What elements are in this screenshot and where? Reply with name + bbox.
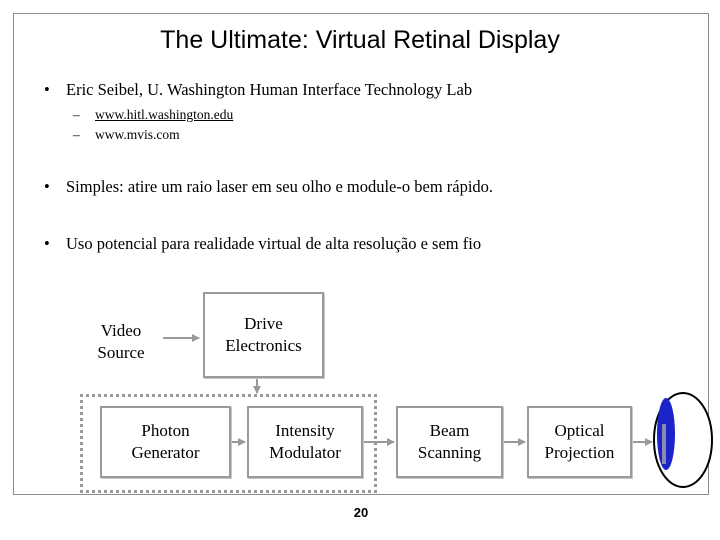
subbullet-marker: – xyxy=(73,127,80,142)
intensity-modulator-line2: Modulator xyxy=(269,443,341,462)
photon-generator-line1: Photon xyxy=(141,421,190,440)
bullet-marker: • xyxy=(44,177,50,196)
intensity-modulator-box: Intensity Modulator xyxy=(247,406,363,478)
drive-electronics-line2: Electronics xyxy=(225,336,302,355)
slide-title: The Ultimate: Virtual Retinal Display xyxy=(160,26,560,54)
beam-scanning-box: Beam Scanning xyxy=(396,406,503,478)
beam-scanning-line2: Scanning xyxy=(417,443,482,462)
bullet-simples: • Simples: atire um raio laser em seu olh… xyxy=(44,177,493,197)
laser-module-enclosure xyxy=(80,394,377,493)
beam-scanning-line1: Beam xyxy=(429,421,470,440)
bullet-marker: • xyxy=(44,234,50,253)
intensity-modulator-line1: Intensity xyxy=(275,421,335,440)
drive-electronics-line1: Drive xyxy=(244,314,283,333)
video-source-label: Video Source xyxy=(72,320,170,364)
mvis-text: www.mvis.com xyxy=(95,127,180,142)
subbullet-mvis: –www.mvis.com xyxy=(73,127,180,143)
bullet-marker: • xyxy=(44,80,50,99)
hitl-link[interactable]: www.hitl.washington.edu xyxy=(95,107,234,122)
bullet-eric-seibel: • Eric Seibel, U. Washington Human Interf… xyxy=(44,80,472,100)
optical-projection-box: Optical Projection xyxy=(527,406,632,478)
drive-electronics-box: Drive Electronics xyxy=(203,292,324,378)
optical-projection-line2: Projection xyxy=(544,443,615,462)
bullet-text: Uso potencial para realidade virtual de … xyxy=(66,234,482,253)
bullet-uso-potencial: • Uso potencial para realidade virtual de… xyxy=(44,234,481,254)
video-source-line1: Video xyxy=(100,321,142,340)
photon-generator-box: Photon Generator xyxy=(100,406,231,478)
photon-generator-line2: Generator xyxy=(131,443,200,462)
subbullet-marker: – xyxy=(73,107,80,122)
page-number: 20 xyxy=(353,505,369,520)
optical-projection-line1: Optical xyxy=(554,421,605,440)
bullet-text: Simples: atire um raio laser em seu olho… xyxy=(66,177,494,196)
bullet-text: Eric Seibel, U. Washington Human Interfa… xyxy=(66,80,473,99)
eye-icon xyxy=(653,392,713,488)
subbullet-hitl-link[interactable]: –www.hitl.washington.edu xyxy=(73,107,233,123)
slide-frame xyxy=(13,13,709,495)
video-source-line2: Source xyxy=(97,343,145,362)
